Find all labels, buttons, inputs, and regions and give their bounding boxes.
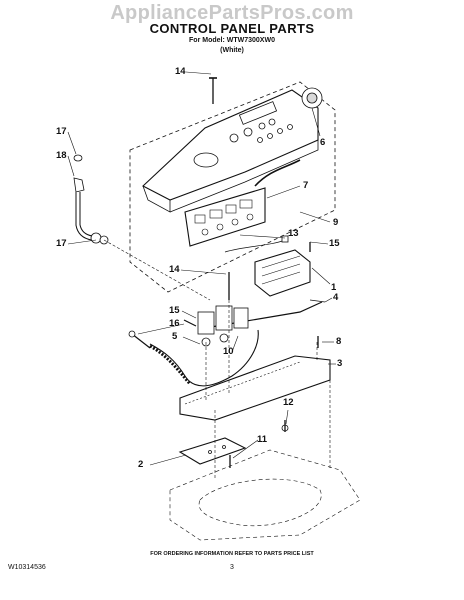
callout-5: 5 <box>172 331 178 342</box>
page-title: CONTROL PANEL PARTS <box>149 21 315 36</box>
callout-15-right: 15 <box>329 238 340 249</box>
callout-17-lower: 17 <box>56 238 67 249</box>
callout-8: 8 <box>336 336 342 347</box>
callout-14-top: 14 <box>175 66 186 77</box>
callout-15-left: 15 <box>169 305 180 316</box>
water-valve <box>197 305 249 347</box>
watermark: AppliancePartsPros.com <box>110 2 354 24</box>
document-code: W10314536 <box>8 564 46 571</box>
color-line: (White) <box>220 47 244 54</box>
callout-6: 6 <box>320 137 326 148</box>
ordering-note: FOR ORDERING INFORMATION REFER TO PARTS … <box>150 551 314 557</box>
model-line: For Model: WTW7300XW0 <box>189 37 275 44</box>
callout-4: 4 <box>333 292 339 303</box>
cabinet-top <box>169 449 361 541</box>
console-logo <box>193 152 219 168</box>
callout-10: 10 <box>223 346 234 357</box>
hose-fitting <box>73 177 85 193</box>
callout-13: 13 <box>288 228 299 239</box>
console-panel <box>142 89 319 201</box>
callout-7: 7 <box>303 180 309 191</box>
lid-switch <box>254 249 311 297</box>
callout-14-middle: 14 <box>169 264 180 275</box>
mounting-bracket <box>178 437 247 465</box>
callout-18: 18 <box>56 150 67 161</box>
callout-17-upper: 17 <box>56 126 67 137</box>
page-number: 3 <box>230 564 234 571</box>
clamp-upper <box>73 154 83 162</box>
control-board <box>184 187 266 247</box>
wire-harness <box>149 329 259 387</box>
callout-3: 3 <box>337 358 343 369</box>
console-buttons <box>229 101 293 143</box>
rear-panel <box>179 355 331 421</box>
callout-9: 9 <box>333 217 339 228</box>
callout-12: 12 <box>283 397 294 408</box>
console-outline <box>129 81 336 293</box>
callout-16: 16 <box>169 318 180 329</box>
callout-11: 11 <box>257 434 268 445</box>
callout-2: 2 <box>138 459 144 470</box>
callout-1: 1 <box>331 282 337 293</box>
